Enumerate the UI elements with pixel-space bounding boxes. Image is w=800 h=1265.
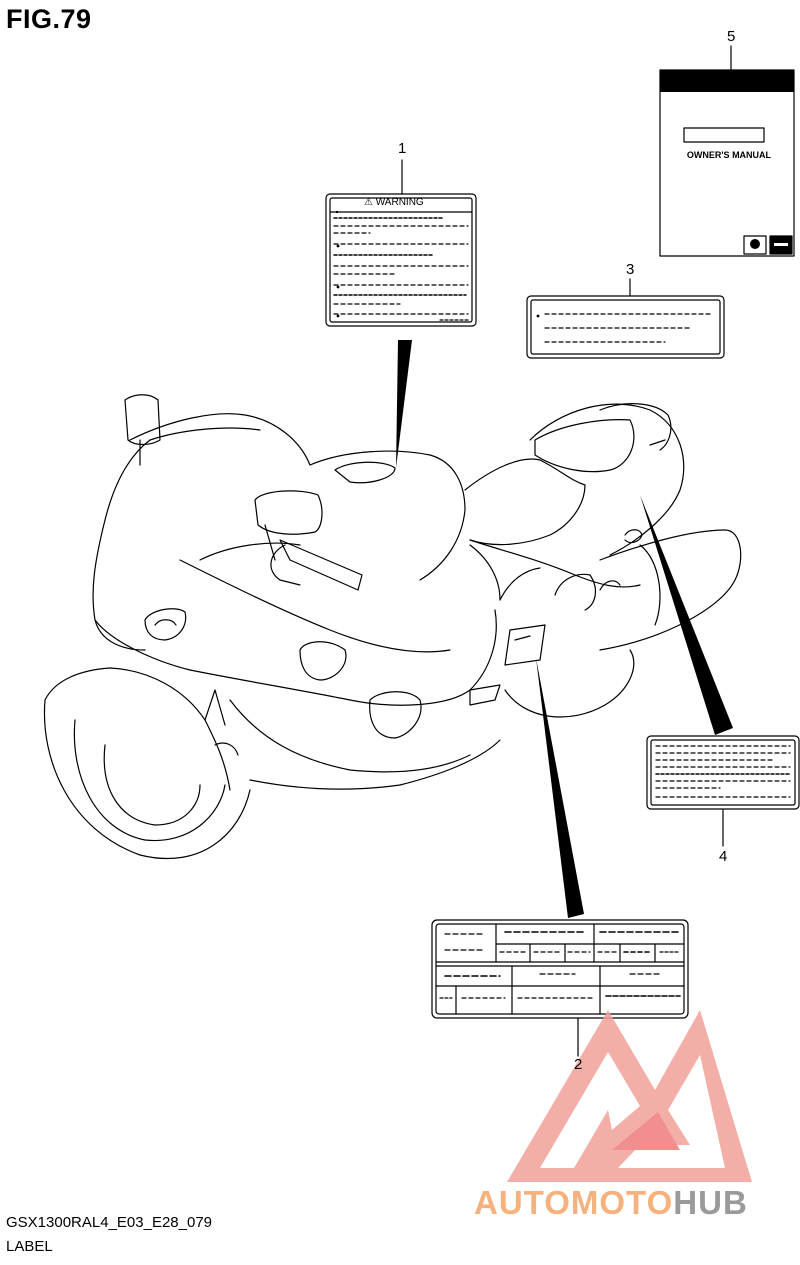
callout-5: 5 — [727, 28, 736, 45]
pointer-arrow-2 — [536, 658, 584, 918]
warning-label-title: ⚠ WARNING — [364, 197, 424, 208]
info-label-4-drawing — [646, 735, 800, 810]
tire-info-label-drawing — [431, 919, 689, 1019]
manual-dash-mark — [774, 243, 788, 246]
watermark-brand: AUTOMOTOHUB — [474, 1184, 748, 1222]
watermark-brand-part2: HUB — [673, 1184, 748, 1221]
callout-2: 2 — [574, 1056, 583, 1073]
info-label-3-drawing — [526, 295, 725, 359]
watermark-brand-part1: AUTOMOTO — [474, 1184, 674, 1221]
callout-3: 3 — [626, 261, 635, 278]
owners-manual-drawing — [659, 69, 795, 257]
figure-code: GSX1300RAL4_E03_E28_079 — [6, 1214, 213, 1231]
callout-1: 1 — [398, 140, 407, 157]
callout-4: 4 — [719, 848, 728, 865]
warning-label-drawing — [325, 193, 477, 327]
leader-lines — [401, 45, 732, 1057]
motorcycle-outline — [43, 394, 742, 860]
pointer-arrow-4 — [640, 495, 733, 735]
brand-logo-icon — [750, 239, 760, 249]
figure-title: FIG.79 — [6, 4, 92, 34]
watermark-logo-icon — [507, 1010, 752, 1182]
figure-caption: LABEL — [6, 1238, 53, 1255]
manual-header-band — [660, 70, 794, 92]
owners-manual-title: OWNER'S MANUAL — [686, 150, 772, 160]
pointer-arrow-1 — [396, 340, 412, 468]
